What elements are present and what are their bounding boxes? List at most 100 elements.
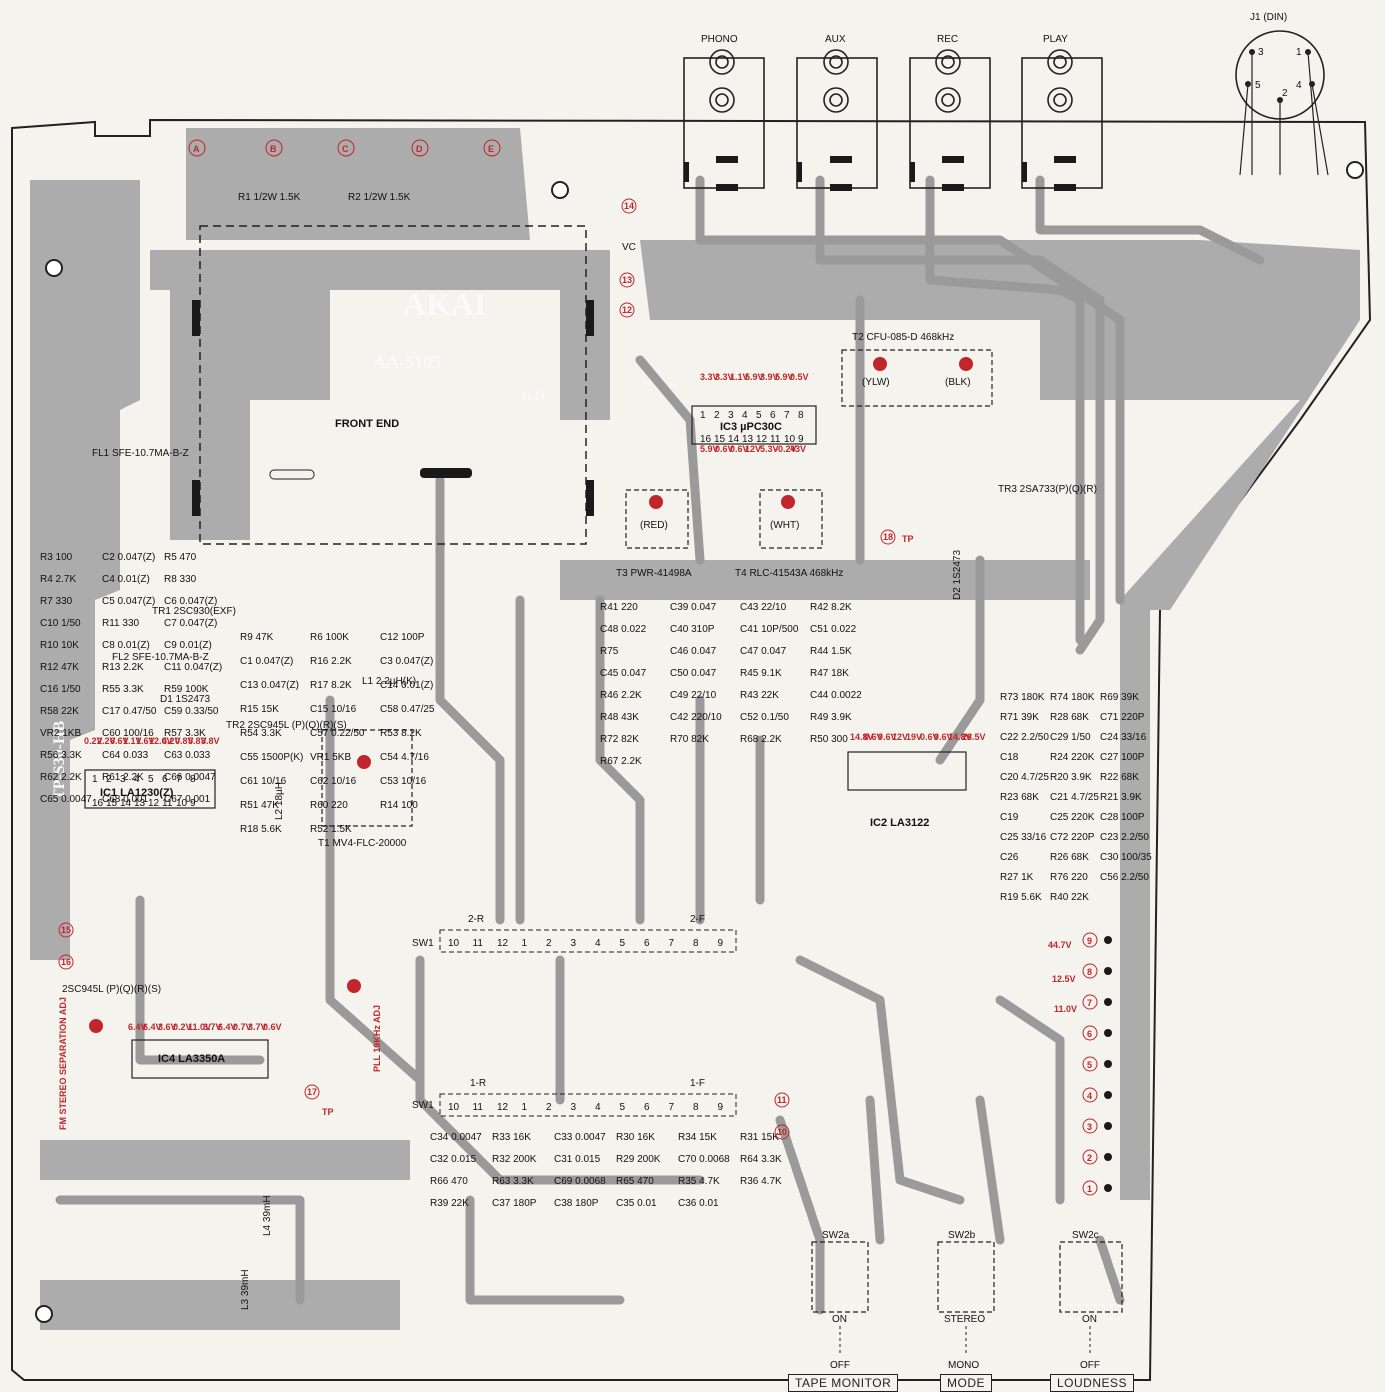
din-connector xyxy=(1235,30,1329,176)
numbered-pad-14: 14 xyxy=(624,201,634,211)
right-component-label-28: R76 220 xyxy=(1050,872,1088,883)
ic-pin-top-1-4: 5 xyxy=(148,774,154,785)
right-component-label-1: R74 180K xyxy=(1050,692,1095,703)
ic3-voltage-0: 3.3V xyxy=(700,372,719,382)
ic3-voltage-10: 12V xyxy=(745,444,761,454)
board-outline xyxy=(11,118,1372,1381)
left-component-label-16: R13 2.2K xyxy=(102,662,144,673)
sw1-top-right: 2-F xyxy=(690,914,705,925)
ic2-voltage-4: 19V xyxy=(906,732,922,742)
left-component-label-17: C11 0.047(Z) xyxy=(164,662,222,673)
right-component-label-10: R24 220K xyxy=(1050,752,1095,763)
connector-pin-label-5: 5 xyxy=(1087,1060,1092,1070)
front-end-tabs xyxy=(192,300,594,516)
switch-component-label-2: C33 0.0047 xyxy=(554,1132,606,1143)
mid-component-label-11: C58 0.47/25 xyxy=(380,704,435,715)
switch-component-label-8: C31 0.015 xyxy=(554,1154,601,1165)
right-component-label-20: C28 100P xyxy=(1100,812,1145,823)
ic-pin-bot-1-3: 13 xyxy=(134,798,146,809)
ic3-voltage-11: 5.3V xyxy=(760,444,779,454)
center-component-label-13: C50 0.047 xyxy=(670,668,717,679)
center-component-label-20: R48 43K xyxy=(600,712,639,723)
sw2c-on: ON xyxy=(1082,1314,1097,1325)
center-component-label-7: C51 0.022 xyxy=(810,624,857,635)
ic-pin-bot-0-2: 14 xyxy=(728,434,740,445)
ic3-voltage-5: 5.9V xyxy=(775,372,794,382)
connector-solder-3 xyxy=(1104,1122,1112,1130)
ic-pin-top-1-3: 4 xyxy=(134,774,140,785)
center-component-label-1: C39 0.047 xyxy=(670,602,717,613)
fl1-label: FL1 SFE-10.7MA-B-Z xyxy=(92,448,189,459)
board-model-label: TP-S30-HB xyxy=(51,721,68,800)
sw1-pin-1-2: 12 xyxy=(497,1102,509,1113)
right-component-label-15: R23 68K xyxy=(1000,792,1039,803)
right-component-label-29: C56 2.2/50 xyxy=(1100,872,1149,883)
sw1-pin-0-11: 9 xyxy=(718,938,724,949)
din-pin-1: 1 xyxy=(1296,47,1302,58)
sw2a-off: OFF xyxy=(830,1360,850,1371)
left-component-label-1: C2 0.047(Z) xyxy=(102,552,155,563)
ic3-voltage-2: 1.1V xyxy=(730,372,749,382)
tp-label-1: TP xyxy=(902,534,914,544)
left-component-label-2: R5 470 xyxy=(164,552,197,563)
center-component-label-16: R46 2.2K xyxy=(600,690,642,701)
center-component-label-23: R49 3.9K xyxy=(810,712,852,723)
tr4-label: 2SC945L (P)(Q)(R)(S) xyxy=(62,984,161,995)
left-component-label-32: C66 0.0047 xyxy=(164,772,216,783)
left-component-label-11: C7 0.047(Z) xyxy=(164,618,217,629)
sw1-pin-1-8: 6 xyxy=(644,1102,650,1113)
sw2a-id: SW2a xyxy=(822,1230,850,1241)
sw1-pin-1-3: 1 xyxy=(522,1102,528,1113)
connector-solder-4 xyxy=(1104,1091,1112,1099)
switch-component-label-5: R31 15K xyxy=(740,1132,779,1143)
right-component-label-12: C20 4.7/25 xyxy=(1000,772,1049,783)
ic-pin-top-1-5: 6 xyxy=(162,774,168,785)
switch-component-label-14: C69 0.0068 xyxy=(554,1176,606,1187)
d2-label: D2 1S2473 xyxy=(952,550,963,600)
left-component-label-4: C4 0.01(Z) xyxy=(102,574,150,585)
center-component-label-11: R44 1.5K xyxy=(810,646,852,657)
switch-component-label-0: C34 0.0047 xyxy=(430,1132,482,1143)
ic-pin-top-0-1: 2 xyxy=(714,410,720,421)
t3-red: (RED) xyxy=(640,520,668,531)
voltage-44v: 44.7V xyxy=(1048,940,1072,950)
center-component-label-25: R70 82K xyxy=(670,734,709,745)
copper-pour xyxy=(30,128,1360,1330)
t3-label: T3 PWR-41498A xyxy=(616,568,692,579)
connector-pad-4 xyxy=(1082,1087,1098,1103)
mid-component-label-22: R60 220 xyxy=(310,800,348,811)
ic1-voltage-3: 1.1V xyxy=(123,736,142,746)
right-component-label-16: C21 4.7/25 xyxy=(1050,792,1099,803)
ic4-voltage-3: 0.2V xyxy=(173,1022,192,1032)
connector-pad-8 xyxy=(1082,963,1098,979)
switch-component-label-20: C38 180P xyxy=(554,1198,599,1209)
left-component-label-21: R58 22K xyxy=(40,706,79,717)
tape-monitor-label: TAPE MONITOR xyxy=(788,1374,899,1392)
left-component-label-7: C5 0.047(Z) xyxy=(102,596,155,607)
mid-component-label-0: R9 47K xyxy=(240,632,274,643)
numbered-pad-circle-14 xyxy=(621,198,637,214)
switch-component-label-16: R35 4.7K xyxy=(678,1176,720,1187)
l3-label: L3 39mH xyxy=(240,1269,251,1310)
ic-outlines xyxy=(84,349,993,1079)
left-component-label-35: C67 0.001 xyxy=(164,794,211,805)
right-component-label-22: C72 220P xyxy=(1050,832,1095,843)
numbered-pad-circle-11 xyxy=(774,1092,790,1108)
ic2-voltage-6: 0.6V xyxy=(934,732,953,742)
ic-pin-bot-1-4: 12 xyxy=(148,798,160,809)
mid-component-label-20: C53 10/16 xyxy=(380,776,427,787)
mode-label: MODE xyxy=(940,1374,992,1392)
ic4-label: IC4 LA3350A xyxy=(158,1053,225,1065)
ic-pin-bot-0-6: 10 xyxy=(784,434,796,445)
right-component-label-8: C24 33/16 xyxy=(1100,732,1147,743)
right-component-label-0: R73 180K xyxy=(1000,692,1045,703)
ic2-voltage-1: 0.6V xyxy=(864,732,883,742)
ic1-voltage-7: 0.8V xyxy=(175,736,194,746)
left-component-label-29: C63 0.033 xyxy=(164,750,211,761)
